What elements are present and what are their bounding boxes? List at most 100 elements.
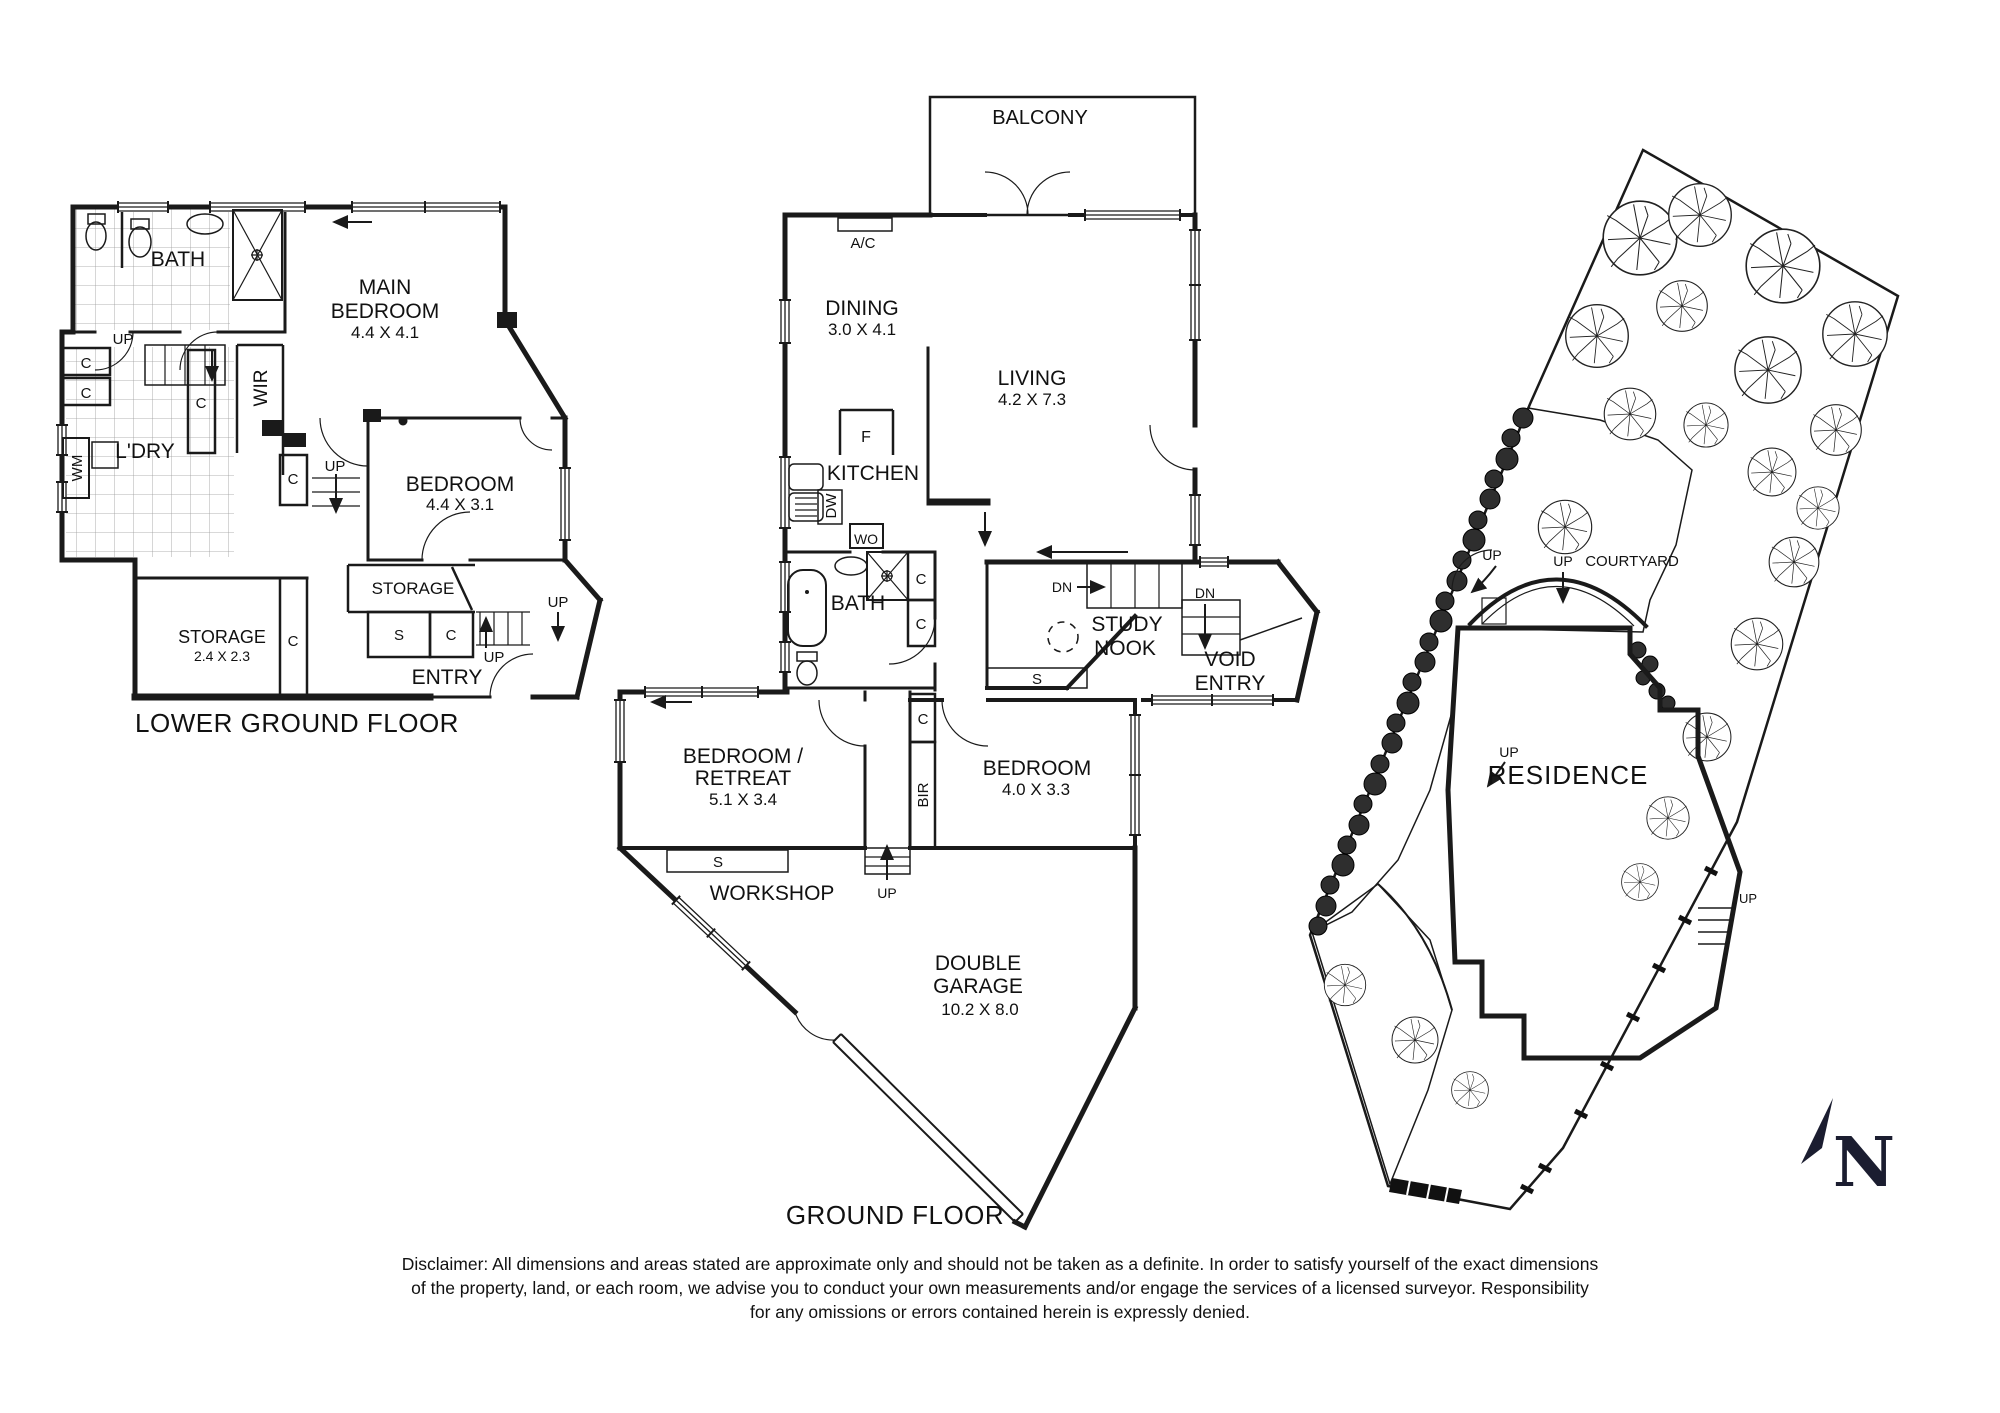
gf-retreat-label-1: BEDROOM / <box>683 745 803 768</box>
lower-ground-floor-plan: BATH MAIN BEDROOM 4.4 X 4.1 UP C C C WIR… <box>56 201 604 738</box>
gf-living-dims: 4.2 X 7.3 <box>998 390 1066 409</box>
gf-retreat-dims: 5.1 X 3.4 <box>709 790 777 809</box>
site-up-label: UP <box>1553 553 1572 569</box>
site-up-label: UP <box>1482 547 1501 563</box>
gf-dining-label: DINING <box>825 297 899 320</box>
courtyard-arc-wall <box>1467 577 1649 629</box>
toilet-icon <box>85 213 107 251</box>
lg-closet-label: C <box>81 355 92 372</box>
gf-shelf-label: S <box>1032 671 1042 688</box>
gf-balcony-label: BALCONY <box>992 107 1088 129</box>
gf-labels: BALCONY A/C DINING 3.0 X 4.1 LIVING 4.2 … <box>683 107 1265 1230</box>
lg-laundry-label: L'DRY <box>115 440 175 463</box>
gf-doors <box>794 424 1196 1041</box>
gf-fridge-label: F <box>861 429 871 446</box>
gf-windows <box>614 209 1274 971</box>
site-courtyard-label: COURTYARD <box>1585 553 1679 570</box>
gf-floor-title: GROUND FLOOR <box>786 1200 1004 1230</box>
gf-bedroom-label: BEDROOM <box>983 757 1092 780</box>
bathtub-icon <box>787 569 827 647</box>
lg-floor-title: LOWER GROUND FLOOR <box>135 708 459 738</box>
site-up-label: UP <box>1499 744 1518 760</box>
site-residence-label: RESIDENCE <box>1488 760 1649 790</box>
gf-stairs <box>650 512 1241 880</box>
gf-entry-label: ENTRY <box>1195 672 1266 695</box>
lg-closet-label: C <box>196 395 207 412</box>
gf-retreat-label-2: RETREAT <box>695 767 792 790</box>
basin-icon <box>186 213 224 235</box>
lg-wir-label: WIR <box>251 370 272 407</box>
disclaimer-text: Disclaimer: All dimensions and areas sta… <box>0 1252 2000 1324</box>
gf-bath-label: BATH <box>831 592 885 615</box>
gf-garage-label-2: GARAGE <box>933 975 1023 998</box>
gf-fixtures <box>787 463 1079 686</box>
lg-doors <box>94 331 553 698</box>
lg-main-bedroom-dims: 4.4 X 4.1 <box>351 323 419 342</box>
gf-dn-label: DN <box>1052 579 1072 595</box>
gf-living-label: LIVING <box>998 367 1067 390</box>
sink-icon <box>788 463 824 522</box>
north-letter: N <box>1833 1123 1895 1203</box>
disclaimer-line-2: of the property, land, or each room, we … <box>411 1278 1589 1298</box>
garage-door <box>832 1033 1029 1231</box>
lg-closet-label: C <box>81 385 92 402</box>
north-arrow-icon <box>1801 1098 1833 1164</box>
lg-wm-label: WM <box>69 455 86 482</box>
gf-bir-label: BIR <box>915 782 932 807</box>
gf-void-label: VOID <box>1204 648 1255 671</box>
gf-balcony <box>928 95 1197 217</box>
lg-up-label: UP <box>548 594 569 611</box>
basin-icon <box>834 556 868 576</box>
gf-garage-dims: 10.2 X 8.0 <box>941 1000 1019 1019</box>
gf-wo-label: WO <box>854 531 878 547</box>
lg-walls <box>59 204 604 701</box>
lg-shelf-label: S <box>394 627 404 644</box>
lg-up-label: UP <box>113 331 134 348</box>
hedge-icons <box>1308 407 1534 936</box>
dishwasher-icon <box>817 489 843 525</box>
gf-shelf-label: S <box>713 854 723 871</box>
lg-up-label: UP <box>325 458 346 475</box>
lg-bedroom-dims: 4.4 X 3.1 <box>426 495 494 514</box>
gf-closet-label: C <box>916 616 927 633</box>
residence-steps <box>1698 907 1734 945</box>
study-nook-table <box>1047 621 1079 653</box>
toilet-icon <box>796 651 818 686</box>
lg-closet-label: C <box>288 471 299 488</box>
lg-storage-understairs-label: STORAGE <box>372 579 455 598</box>
lg-up-label: UP <box>484 649 505 666</box>
fence-posts <box>1519 865 1719 1195</box>
tree-icons <box>1323 183 1888 1109</box>
wall-oven-icon <box>849 523 884 549</box>
lg-main-bedroom-label-2: BEDROOM <box>331 300 440 323</box>
site-labels: UP UP COURTYARD UP RESIDENCE UP <box>1470 547 1757 906</box>
lg-main-bedroom-label-1: MAIN <box>359 276 412 299</box>
lg-storage-room-dims: 2.4 X 2.3 <box>194 648 250 664</box>
gf-kitchen-label: KITCHEN <box>827 462 919 485</box>
gf-garage-label-1: DOUBLE <box>935 952 1021 975</box>
driveway-curve <box>1377 883 1453 1011</box>
shower-icon <box>232 209 283 301</box>
washing-machine-icon <box>62 437 119 499</box>
gf-up-label: UP <box>877 885 896 901</box>
crossing-bar <box>1389 1178 1462 1204</box>
gf-ac-label: A/C <box>850 235 875 252</box>
gf-study-nook-label-1: STUDY <box>1091 613 1162 636</box>
lg-entry-label: ENTRY <box>412 666 483 689</box>
ac-unit <box>837 217 893 232</box>
gf-walls <box>616 212 1321 1231</box>
lg-bedroom-label: BEDROOM <box>406 473 515 496</box>
courtyard-area <box>1310 407 1693 934</box>
site-up-label: UP <box>1739 891 1757 906</box>
toilet-icon <box>128 218 152 258</box>
gf-workshop-label: WORKSHOP <box>710 882 835 905</box>
lg-stairs <box>144 215 565 648</box>
lg-labels: BATH MAIN BEDROOM 4.4 X 4.1 UP C C C WIR… <box>69 248 568 738</box>
gf-bedroom-dims: 4.0 X 3.3 <box>1002 780 1070 799</box>
lg-closet-label: C <box>446 627 457 644</box>
gf-closet-label: C <box>916 571 927 588</box>
lg-bath-fixtures <box>62 209 283 499</box>
disclaimer-line-1: Disclaimer: All dimensions and areas sta… <box>401 1254 1599 1274</box>
site-plan: UP UP COURTYARD UP RESIDENCE UP <box>1308 148 1900 1211</box>
